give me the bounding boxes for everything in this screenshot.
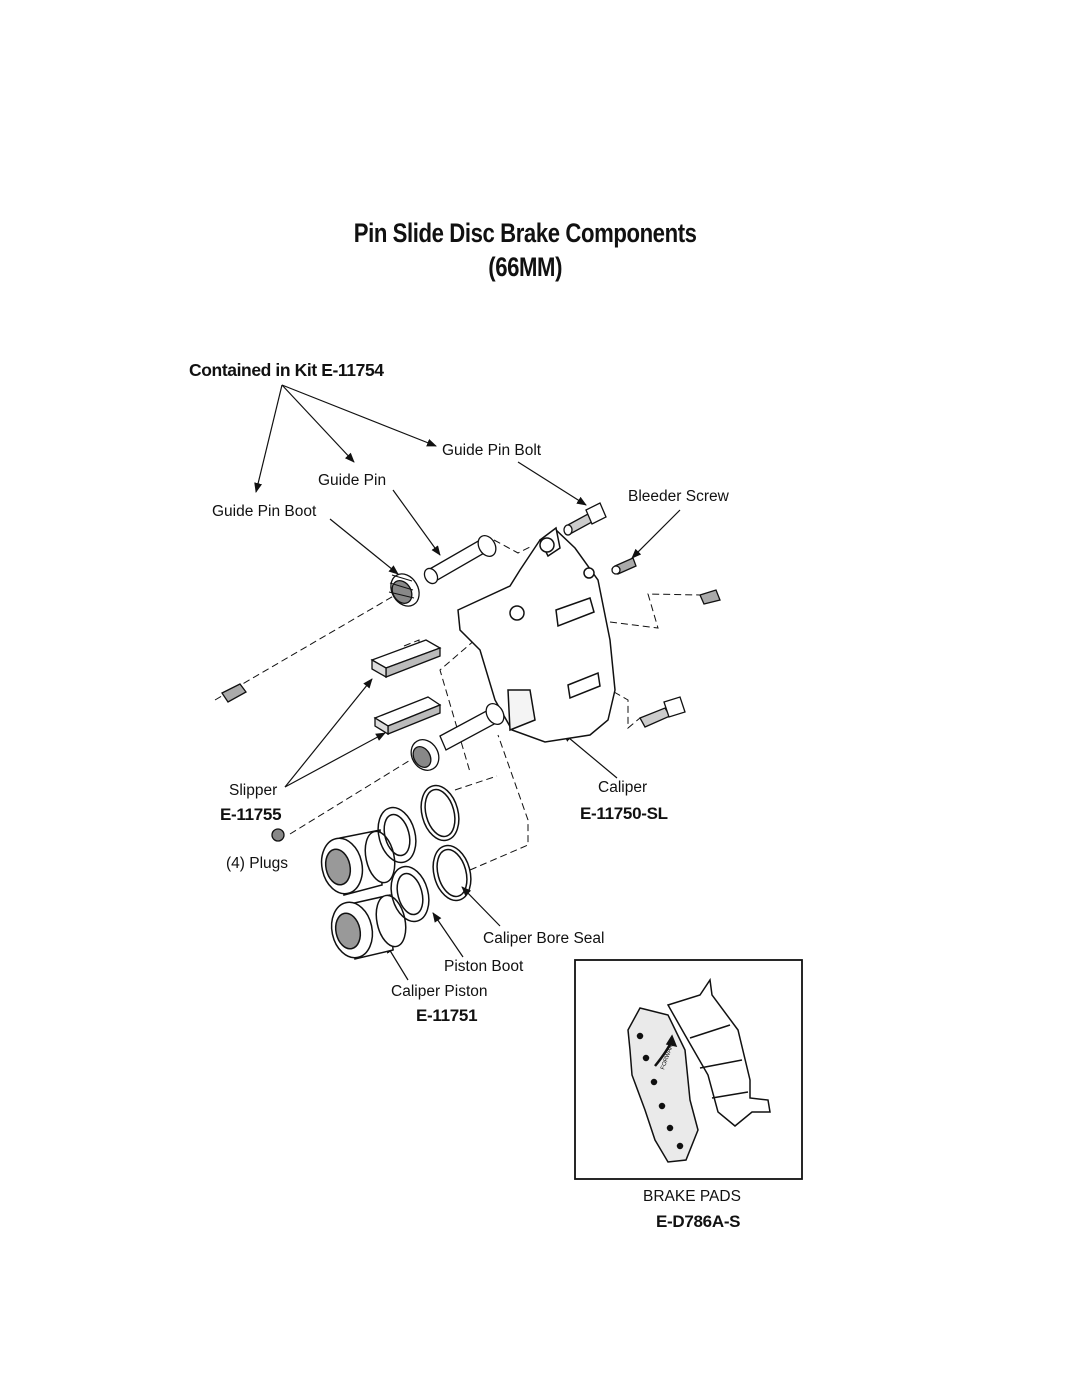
label-bleeder-screw: Bleeder Screw (628, 488, 729, 505)
leader-lines (284, 461, 681, 981)
bleeder-bolt-right (699, 589, 721, 605)
guide-pin-bolt-left (221, 683, 247, 703)
label-slipper: Slipper (229, 782, 278, 799)
slipper-lower (373, 696, 442, 736)
piston-boot-lower (390, 865, 430, 923)
caliper-piston-upper (320, 829, 396, 896)
label-caliper-bore-seal: Caliper Bore Seal (483, 930, 605, 947)
guide-pin-boot-upper (388, 573, 420, 607)
caliper-piston-lower (330, 894, 407, 960)
guide-pin-boot-lower (410, 739, 440, 771)
brake-pads-inset-box (574, 959, 803, 1180)
caliper-bore-seal-lower (432, 844, 472, 902)
label-brake-pads: BRAKE PADS (643, 1188, 741, 1205)
label-piston-boot: Piston Boot (444, 958, 524, 975)
diagram-title: Pin Slide Disc Brake Components (353, 218, 697, 248)
caliper-bore-seal-upper (420, 784, 460, 842)
kit-label: Contained in Kit E-11754 (189, 360, 384, 380)
guide-pin-bolt-lower (639, 696, 686, 728)
plug (271, 828, 285, 842)
slipper-upper (370, 639, 442, 679)
part-number-caliper: E-11750-SL (580, 804, 668, 823)
piston-boot-upper (377, 806, 417, 864)
guide-pin-bolt-upper (563, 502, 607, 536)
label-guide-pin-boot: Guide Pin Boot (212, 503, 317, 520)
caliper-body (457, 526, 616, 743)
brake-pad-outer (627, 1007, 699, 1163)
guide-pin-upper (423, 535, 497, 585)
guide-pin-lower (439, 703, 505, 751)
kit-arrows (254, 384, 437, 493)
label-caliper-piston: Caliper Piston (391, 983, 488, 1000)
part-number-caliper-piston: E-11751 (416, 1006, 478, 1025)
diagram-subtitle: (66MM) (488, 252, 563, 282)
bleeder-screw (611, 557, 637, 575)
label-guide-pin-bolt: Guide Pin Bolt (442, 442, 542, 459)
part-number-brake-pads: E-D786A-S (656, 1212, 741, 1231)
label-plugs: (4) Plugs (226, 855, 289, 872)
label-guide-pin: Guide Pin (318, 472, 387, 489)
label-caliper: Caliper (598, 779, 648, 796)
part-number-slipper: E-11755 (220, 805, 282, 824)
brake-pad-inner (666, 977, 771, 1127)
